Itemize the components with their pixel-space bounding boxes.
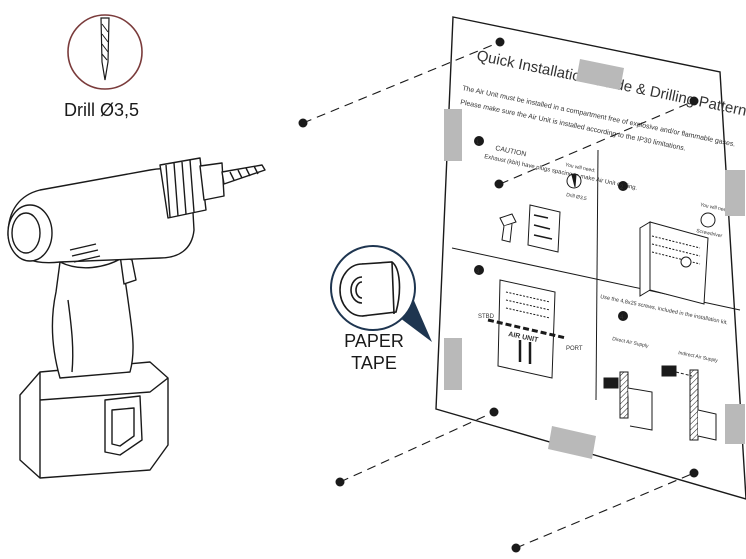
port-label: PORT <box>566 346 583 352</box>
paper-tape-label-line2: TAPE <box>351 353 397 373</box>
paper-tape-label: PAPER TAPE <box>328 330 420 374</box>
paper-tape-label-line1: PAPER <box>344 331 404 351</box>
wall-point-2 <box>335 477 345 487</box>
step-3-number: 3 <box>476 269 480 275</box>
tape-strip-left-bottom <box>444 338 462 390</box>
tape-strip-top <box>576 59 624 90</box>
tape-roll-icon <box>339 261 401 317</box>
step-1-number: 1 <box>476 140 480 146</box>
wall-point-3 <box>511 543 521 553</box>
cordless-drill-icon <box>7 157 266 479</box>
projection-lines <box>302 41 695 549</box>
drill-hole-middle <box>494 179 504 189</box>
tape-strip-left-top <box>444 109 462 161</box>
tape-strip-right-bottom <box>725 404 745 444</box>
drill-size-note: Drill Ø3,5 <box>566 192 588 202</box>
wall-point-1 <box>298 118 308 128</box>
step-2-number: 2 <box>620 185 624 191</box>
stbd-label: STBD <box>478 314 495 320</box>
air-unit-side-view <box>639 221 709 305</box>
screwdriver-note: Screwdriver <box>696 228 723 239</box>
drill-bit-callout <box>67 14 143 90</box>
tape-strip-bottom <box>548 426 596 459</box>
tape-strip-right-top <box>725 170 745 216</box>
mini-drill-icon <box>499 173 582 243</box>
wall-points <box>298 118 521 553</box>
drill-hole-bottom-right <box>689 468 699 478</box>
tape-strips <box>444 59 745 459</box>
air-unit-front-view <box>487 279 567 379</box>
paper-tape-callout <box>330 245 432 342</box>
drill-bit-label: Drill Ø3,5 <box>64 100 140 120</box>
installation-template-sheet: Quick Installation Guide & Drilling Patt… <box>435 16 746 500</box>
step-4-number: 4 <box>620 315 624 321</box>
supply-diagrams <box>603 365 717 441</box>
